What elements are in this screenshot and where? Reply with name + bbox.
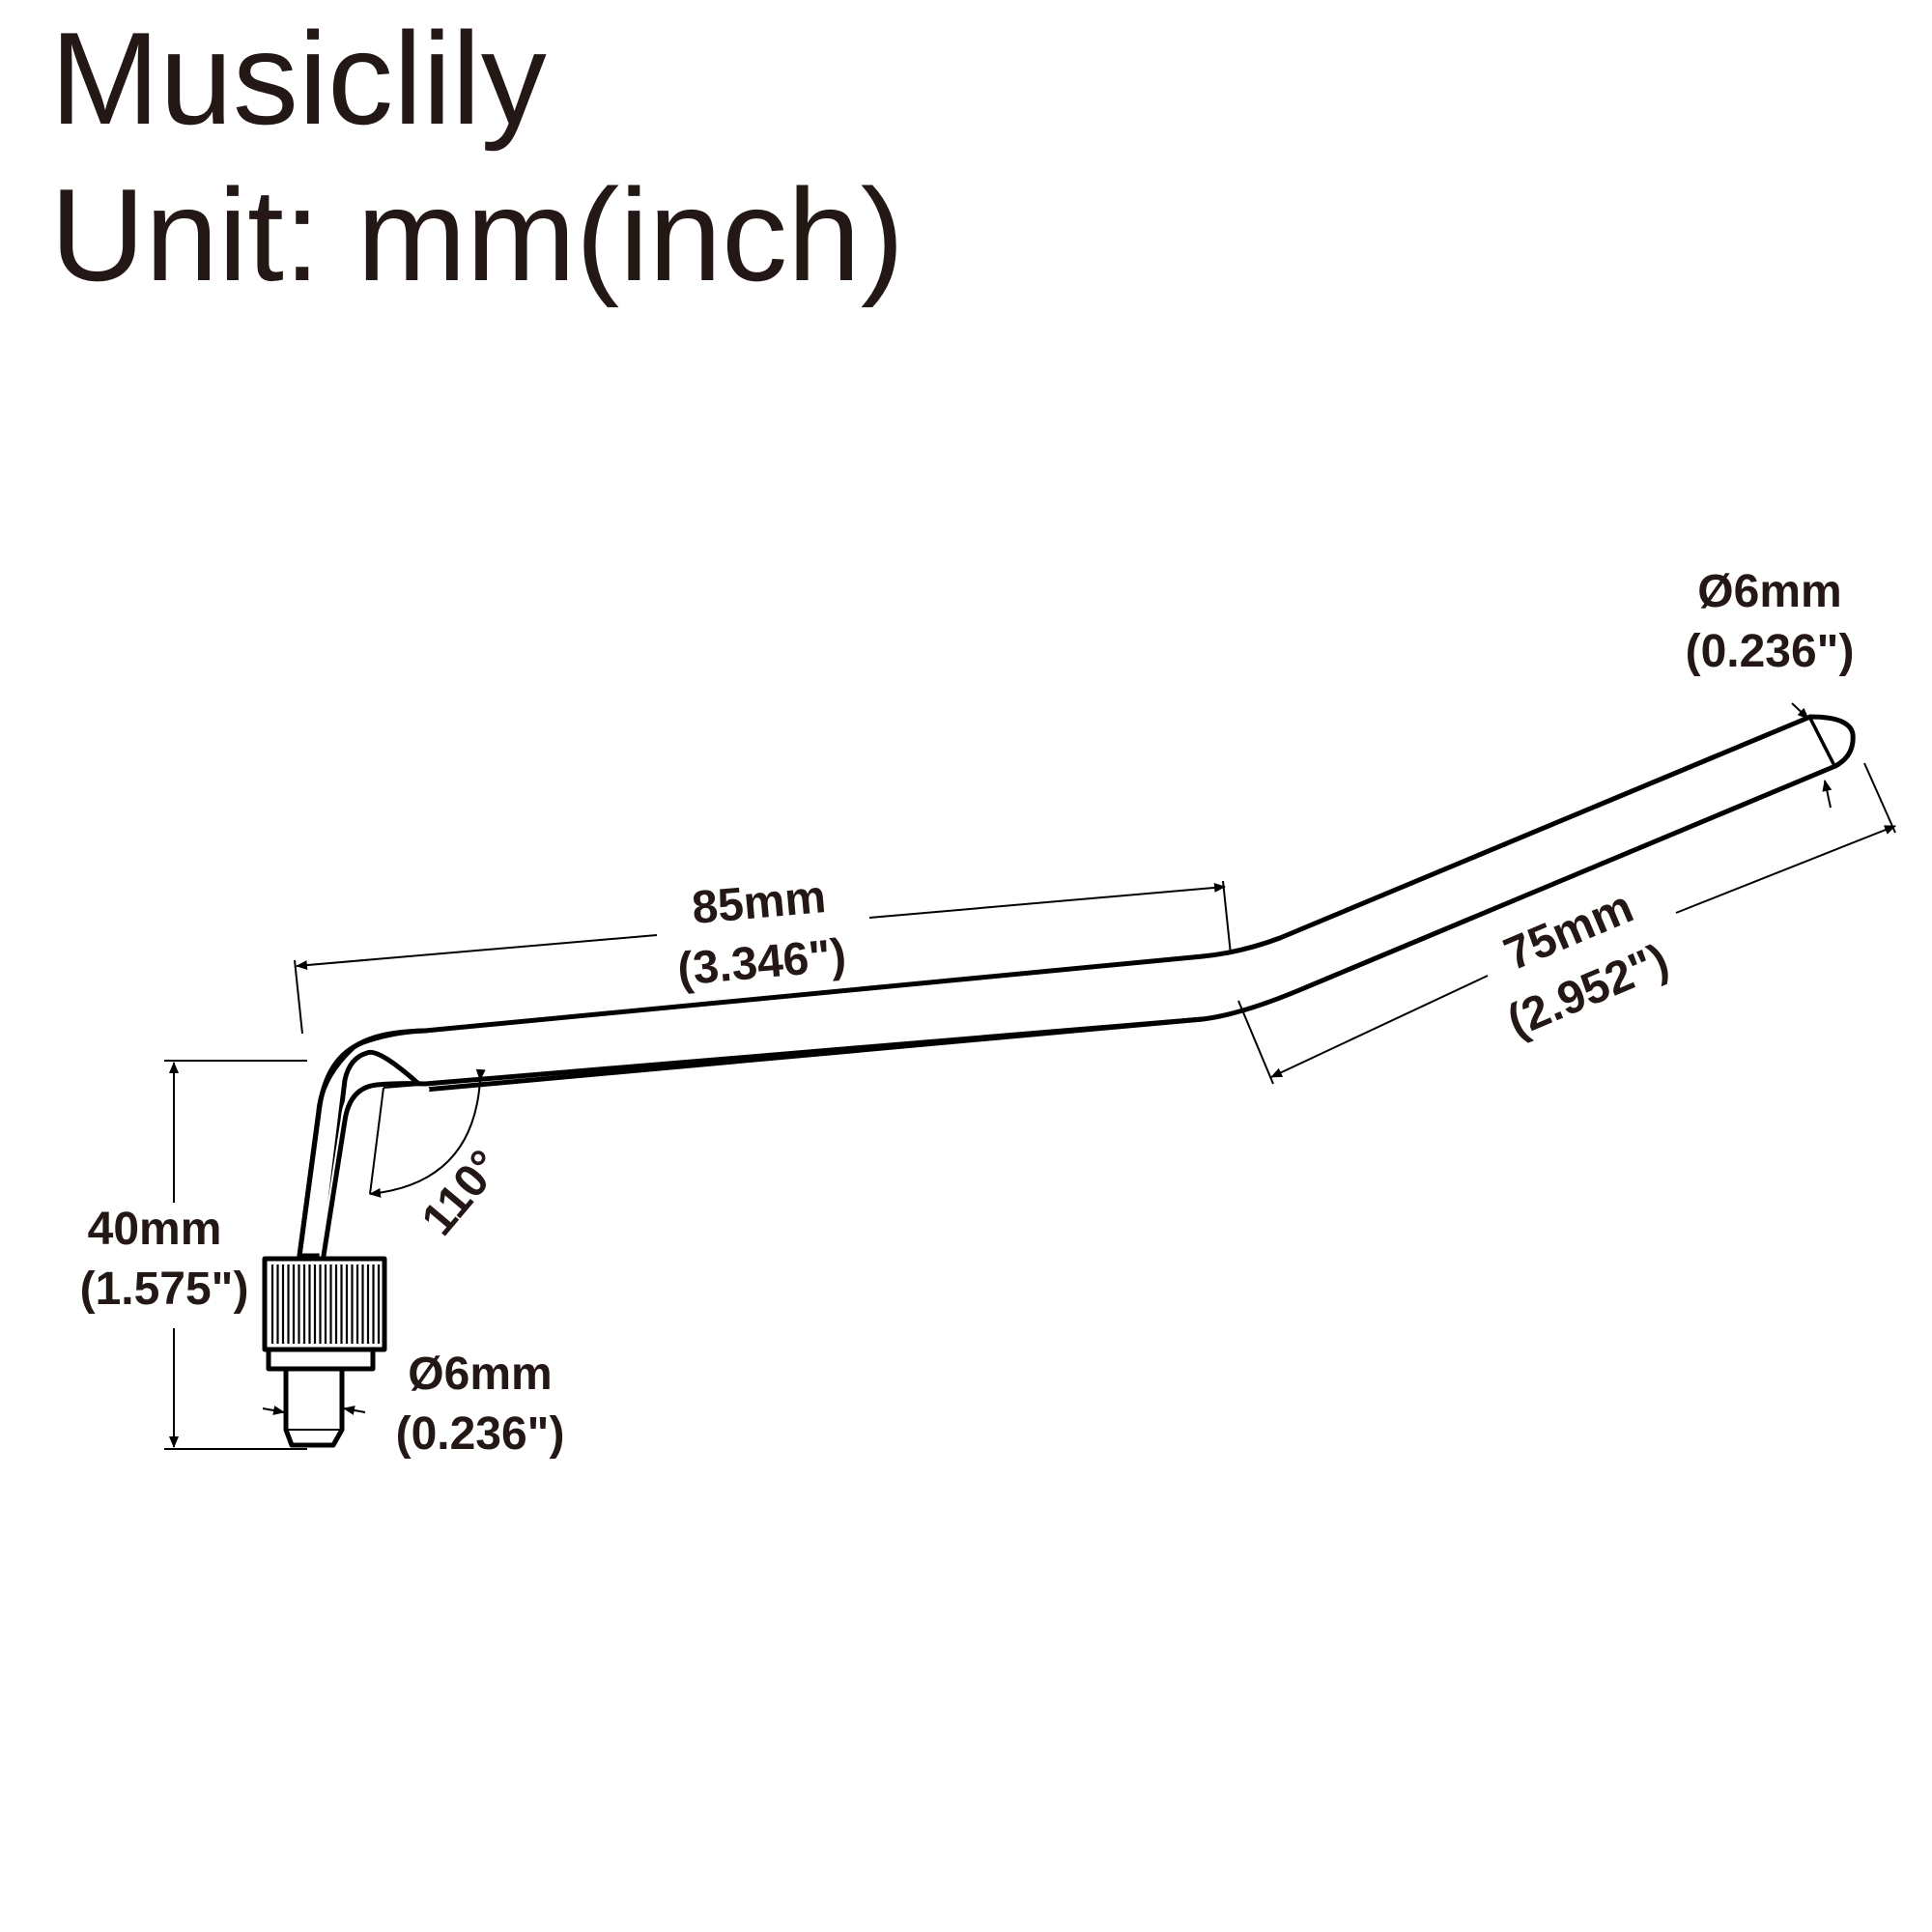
- dim-85-line-left: [296, 934, 658, 971]
- shaft-height-mm: 40mm: [88, 1204, 222, 1255]
- shaft-diameter-inch: (0.236"): [396, 1408, 565, 1460]
- unit-label: Unit: mm(inch): [50, 161, 905, 308]
- middle-length-mm: 85mm: [690, 871, 828, 934]
- arm-outer-bend: [297, 1028, 428, 1259]
- dim-tip-dia-arrow-top: [1791, 702, 1809, 720]
- shaft-diameter-mm: Ø6mm: [408, 1349, 552, 1400]
- dim-85-ext-left: [294, 959, 303, 1035]
- header: Musiclily Unit: mm(inch): [50, 0, 1403, 313]
- arm-tip-seam: [1809, 716, 1836, 767]
- arm-tip-cap: [1807, 714, 1856, 769]
- dim-75-line-left: [1270, 975, 1489, 1078]
- threaded-stub: [283, 1366, 345, 1448]
- tip-diameter-mm: Ø6mm: [1697, 566, 1841, 617]
- knurl-lines: [270, 1264, 381, 1344]
- shaft-height-inch: (1.575"): [80, 1264, 249, 1315]
- angle-ref-vertical: [369, 1087, 384, 1195]
- brand-title: Musiclily: [50, 5, 547, 152]
- dim-75-line-right: [1675, 825, 1896, 914]
- bend-angle-label: 110°: [412, 1141, 512, 1245]
- dim-tip-dia-arrow-bottom: [1822, 780, 1833, 809]
- middle-length-inch: (3.346"): [675, 930, 848, 996]
- tip-diameter-inch: (0.236"): [1686, 626, 1855, 677]
- dim-75-ext-right: [1863, 762, 1896, 834]
- dim-shaft-dia-arrow-left: [262, 1406, 285, 1415]
- dim-85-ext-right: [1222, 880, 1232, 955]
- angle-arc: [369, 1068, 486, 1198]
- nut-collar: [266, 1347, 376, 1372]
- dim-85-line-right: [868, 882, 1226, 919]
- dim-shaft-dia-arrow-right: [343, 1406, 366, 1415]
- dim-75-ext-left: [1237, 1000, 1274, 1085]
